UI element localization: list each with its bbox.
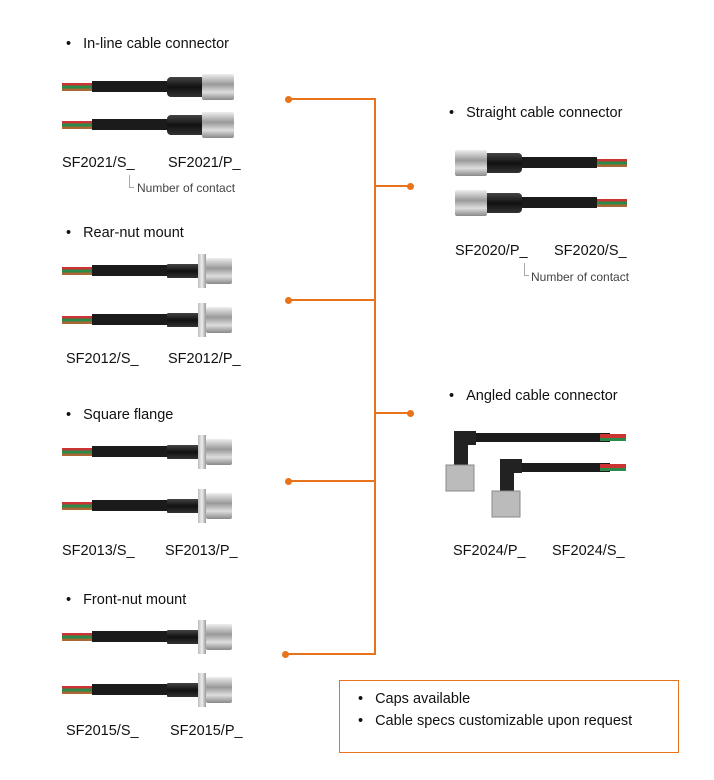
angled-title: Angled cable connector	[449, 388, 618, 404]
straight-left-label: SF2020/P_	[455, 243, 528, 259]
straight-title: Straight cable connector	[449, 105, 622, 121]
notes-box: Caps available Cable specs customizable …	[339, 680, 679, 753]
rear-cable-image	[62, 303, 237, 337]
rear-title: Rear-nut mount	[66, 225, 184, 241]
front-title: Front-nut mount	[66, 592, 186, 608]
note-pointer	[129, 175, 134, 188]
front-left-label: SF2015/S_	[66, 723, 139, 739]
straight-cable-image	[452, 190, 627, 216]
inline-cable-image	[62, 112, 237, 138]
angled-right-label: SF2024/S_	[552, 543, 625, 559]
straight-cable-image	[452, 150, 627, 176]
front-cable-image	[62, 620, 237, 654]
connector-dot	[407, 183, 414, 190]
square-left-label: SF2013/S_	[62, 543, 135, 559]
rear-left-label: SF2012/S_	[66, 351, 139, 367]
rear-cable-image	[62, 254, 237, 288]
connector-line	[288, 480, 376, 482]
connector-line	[288, 98, 376, 100]
front-right-label: SF2015/P_	[170, 723, 243, 739]
angled-cable-image	[445, 431, 626, 518]
front-cable-image	[62, 673, 237, 707]
note-pointer	[524, 263, 529, 276]
inline-note: Number of contact	[137, 181, 236, 195]
connector-line	[288, 299, 376, 301]
rear-right-label: SF2012/P_	[168, 351, 241, 367]
angled-left-label: SF2024/P_	[453, 543, 526, 559]
connector-trunk	[374, 98, 376, 655]
square-cable-image	[62, 489, 237, 523]
connector-line	[374, 185, 412, 187]
inline-cable-image	[62, 74, 237, 100]
inline-right-label: SF2021/P_	[168, 155, 241, 171]
inline-left-label: SF2021/S_	[62, 155, 135, 171]
straight-right-label: SF2020/S_	[554, 243, 627, 259]
square-cable-image	[62, 435, 237, 469]
square-title: Square flange	[66, 407, 173, 423]
connector-dot	[407, 410, 414, 417]
connector-line	[285, 653, 376, 655]
inline-title: In-line cable connector	[66, 36, 229, 52]
square-right-label: SF2013/P_	[165, 543, 238, 559]
straight-note: Number of contact	[531, 270, 630, 284]
notes-item: Cable specs customizable upon request	[358, 713, 678, 729]
connector-line	[374, 412, 412, 414]
notes-item: Caps available	[358, 691, 678, 707]
